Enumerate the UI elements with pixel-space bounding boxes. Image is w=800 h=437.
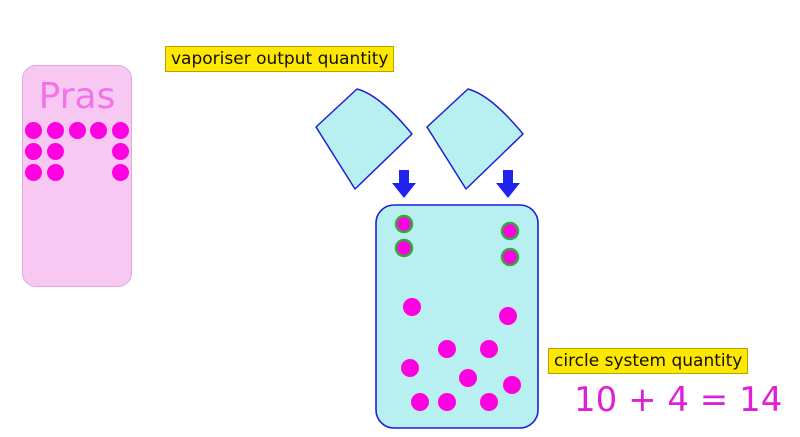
system-dot [480, 393, 498, 411]
vapour-dot [394, 238, 414, 258]
system-dot [480, 340, 498, 358]
pras-title: Pras [38, 76, 116, 117]
system-dot [401, 359, 419, 377]
system-dot [438, 393, 456, 411]
pras-dot [25, 143, 42, 160]
arrow-down-icon [392, 170, 416, 198]
vaporiser-output-label: vaporiser output quantity [165, 46, 395, 72]
pras-dot [112, 122, 129, 139]
pras-dot [47, 143, 64, 160]
system-dot [503, 376, 521, 394]
pras-dot [47, 164, 64, 181]
vapour-dot [500, 247, 520, 267]
pras-card: Pras [22, 65, 132, 287]
pras-dot [112, 143, 129, 160]
quantity-equation: 10 + 4 = 14 [574, 380, 783, 420]
vaporiser-left [315, 88, 413, 190]
system-dot [411, 393, 429, 411]
vapour-dots [394, 214, 520, 267]
pras-dot [47, 122, 64, 139]
pras-dot [69, 122, 86, 139]
vapour-dot [394, 214, 414, 234]
system-dot [403, 298, 421, 316]
circle-system-label: circle system quantity [548, 348, 749, 374]
pras-dot [25, 122, 42, 139]
vaporiser-right [426, 88, 524, 190]
vapour-dot [500, 221, 520, 241]
system-dot [499, 307, 517, 325]
circle-system-dots [401, 298, 521, 411]
system-dot [438, 340, 456, 358]
pras-dot [25, 164, 42, 181]
arrow-down-icon [496, 170, 520, 198]
pras-dot [112, 164, 129, 181]
system-dot [459, 369, 477, 387]
pras-dot [90, 122, 107, 139]
